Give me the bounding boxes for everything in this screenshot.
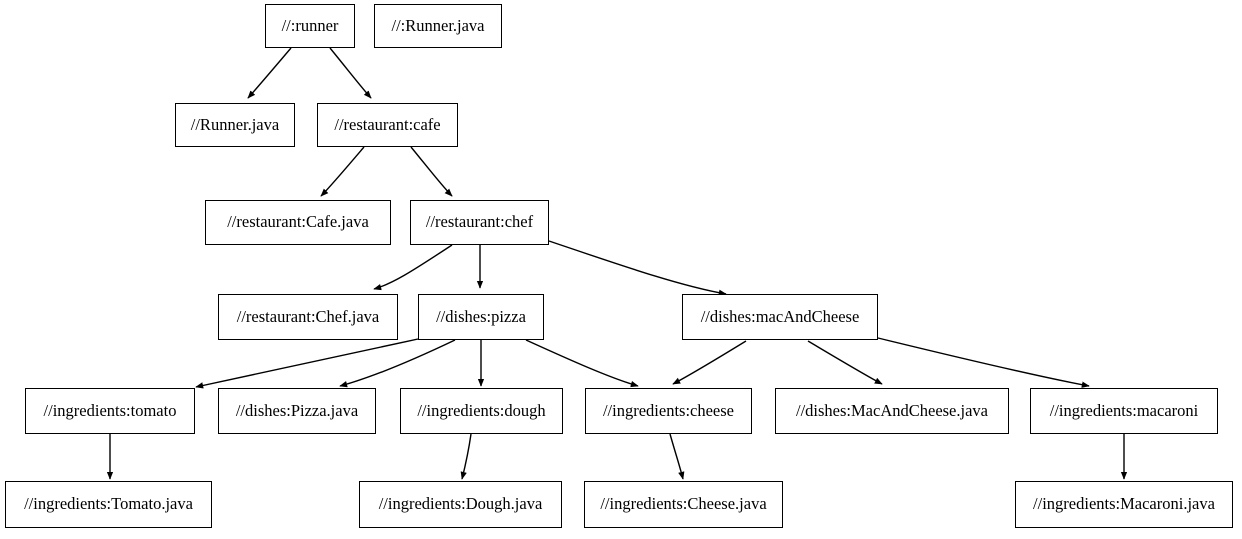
graph-edge-cafe-to-cafe_java — [320, 146, 365, 197]
graph-node-label: //restaurant:Cafe.java — [227, 212, 369, 232]
graph-edge-pizza-to-tomato — [195, 338, 419, 389]
graph-node-tomato[interactable]: //ingredients:tomato — [25, 388, 195, 434]
graph-node-dough[interactable]: //ingredients:dough — [400, 388, 563, 434]
graph-edge-macandcheese-to-macaroni — [877, 337, 1090, 388]
graph-node-pizza[interactable]: //dishes:pizza — [418, 294, 544, 340]
graph-node-macandcheese_java[interactable]: //dishes:MacAndCheese.java — [775, 388, 1009, 434]
graph-edge-dough-to-dough_java — [460, 433, 472, 480]
graph-node-cafe[interactable]: //restaurant:cafe — [317, 103, 458, 147]
graph-node-label: //ingredients:Macaroni.java — [1033, 494, 1215, 514]
graph-node-runner_java[interactable]: //Runner.java — [175, 103, 295, 147]
graph-node-label: //:Runner.java — [391, 15, 485, 35]
graph-node-label: //dishes:MacAndCheese.java — [796, 400, 988, 420]
graph-node-label: //ingredients:dough — [417, 400, 546, 420]
graph-node-label: //restaurant:Chef.java — [236, 306, 380, 326]
graph-edge-runner-to-cafe — [329, 47, 372, 99]
graph-edge-macandcheese-to-macandcheese_java — [807, 340, 883, 385]
graph-edge-chef-to-chef_java — [373, 244, 453, 291]
graph-edge-runner-to-runner_java — [247, 47, 292, 99]
graph-node-macaroni[interactable]: //ingredients:macaroni — [1030, 388, 1218, 434]
graph-node-pizza_java[interactable]: //dishes:Pizza.java — [218, 388, 376, 434]
graph-node-label: //dishes:macAndCheese — [700, 306, 860, 326]
graph-node-macandcheese[interactable]: //dishes:macAndCheese — [682, 294, 878, 340]
graph-node-dough_java[interactable]: //ingredients:Dough.java — [359, 481, 562, 528]
graph-edge-pizza-to-pizza_java — [339, 339, 456, 388]
graph-node-label: //ingredients:Dough.java — [378, 494, 543, 514]
graph-node-chef_java[interactable]: //restaurant:Chef.java — [218, 294, 398, 340]
graph-node-chef[interactable]: //restaurant:chef — [410, 200, 549, 245]
graph-node-label: //dishes:pizza — [436, 306, 526, 326]
graph-edge-cafe-to-chef — [410, 146, 453, 197]
graph-edge-pizza-to-cheese — [525, 339, 639, 388]
graph-node-root_runner_java[interactable]: //:Runner.java — [374, 4, 502, 48]
graph-node-label: //dishes:Pizza.java — [235, 400, 359, 420]
graph-node-label: //ingredients:macaroni — [1049, 400, 1199, 420]
graph-edge-macandcheese-to-cheese — [672, 340, 747, 385]
graph-node-label: //Runner.java — [190, 114, 280, 134]
graph-node-label: //:runner — [281, 15, 339, 35]
graph-node-macaroni_java[interactable]: //ingredients:Macaroni.java — [1015, 481, 1233, 528]
graph-node-label: //restaurant:cafe — [334, 114, 441, 134]
graph-node-tomato_java[interactable]: //ingredients:Tomato.java — [5, 481, 212, 528]
graph-edge-cheese-to-cheese_java — [669, 433, 685, 480]
graph-node-cafe_java[interactable]: //restaurant:Cafe.java — [205, 200, 391, 245]
graph-edge-chef-to-macandcheese — [548, 240, 727, 296]
graph-node-cheese[interactable]: //ingredients:cheese — [585, 388, 752, 434]
graph-node-label: //ingredients:Cheese.java — [600, 494, 767, 514]
graph-node-label: //ingredients:cheese — [602, 400, 735, 420]
graph-node-cheese_java[interactable]: //ingredients:Cheese.java — [584, 481, 783, 528]
graph-node-label: //restaurant:chef — [425, 212, 534, 232]
graph-node-label: //ingredients:Tomato.java — [24, 494, 193, 514]
graph-node-runner[interactable]: //:runner — [265, 4, 355, 48]
graph-node-label: //ingredients:tomato — [43, 400, 177, 420]
